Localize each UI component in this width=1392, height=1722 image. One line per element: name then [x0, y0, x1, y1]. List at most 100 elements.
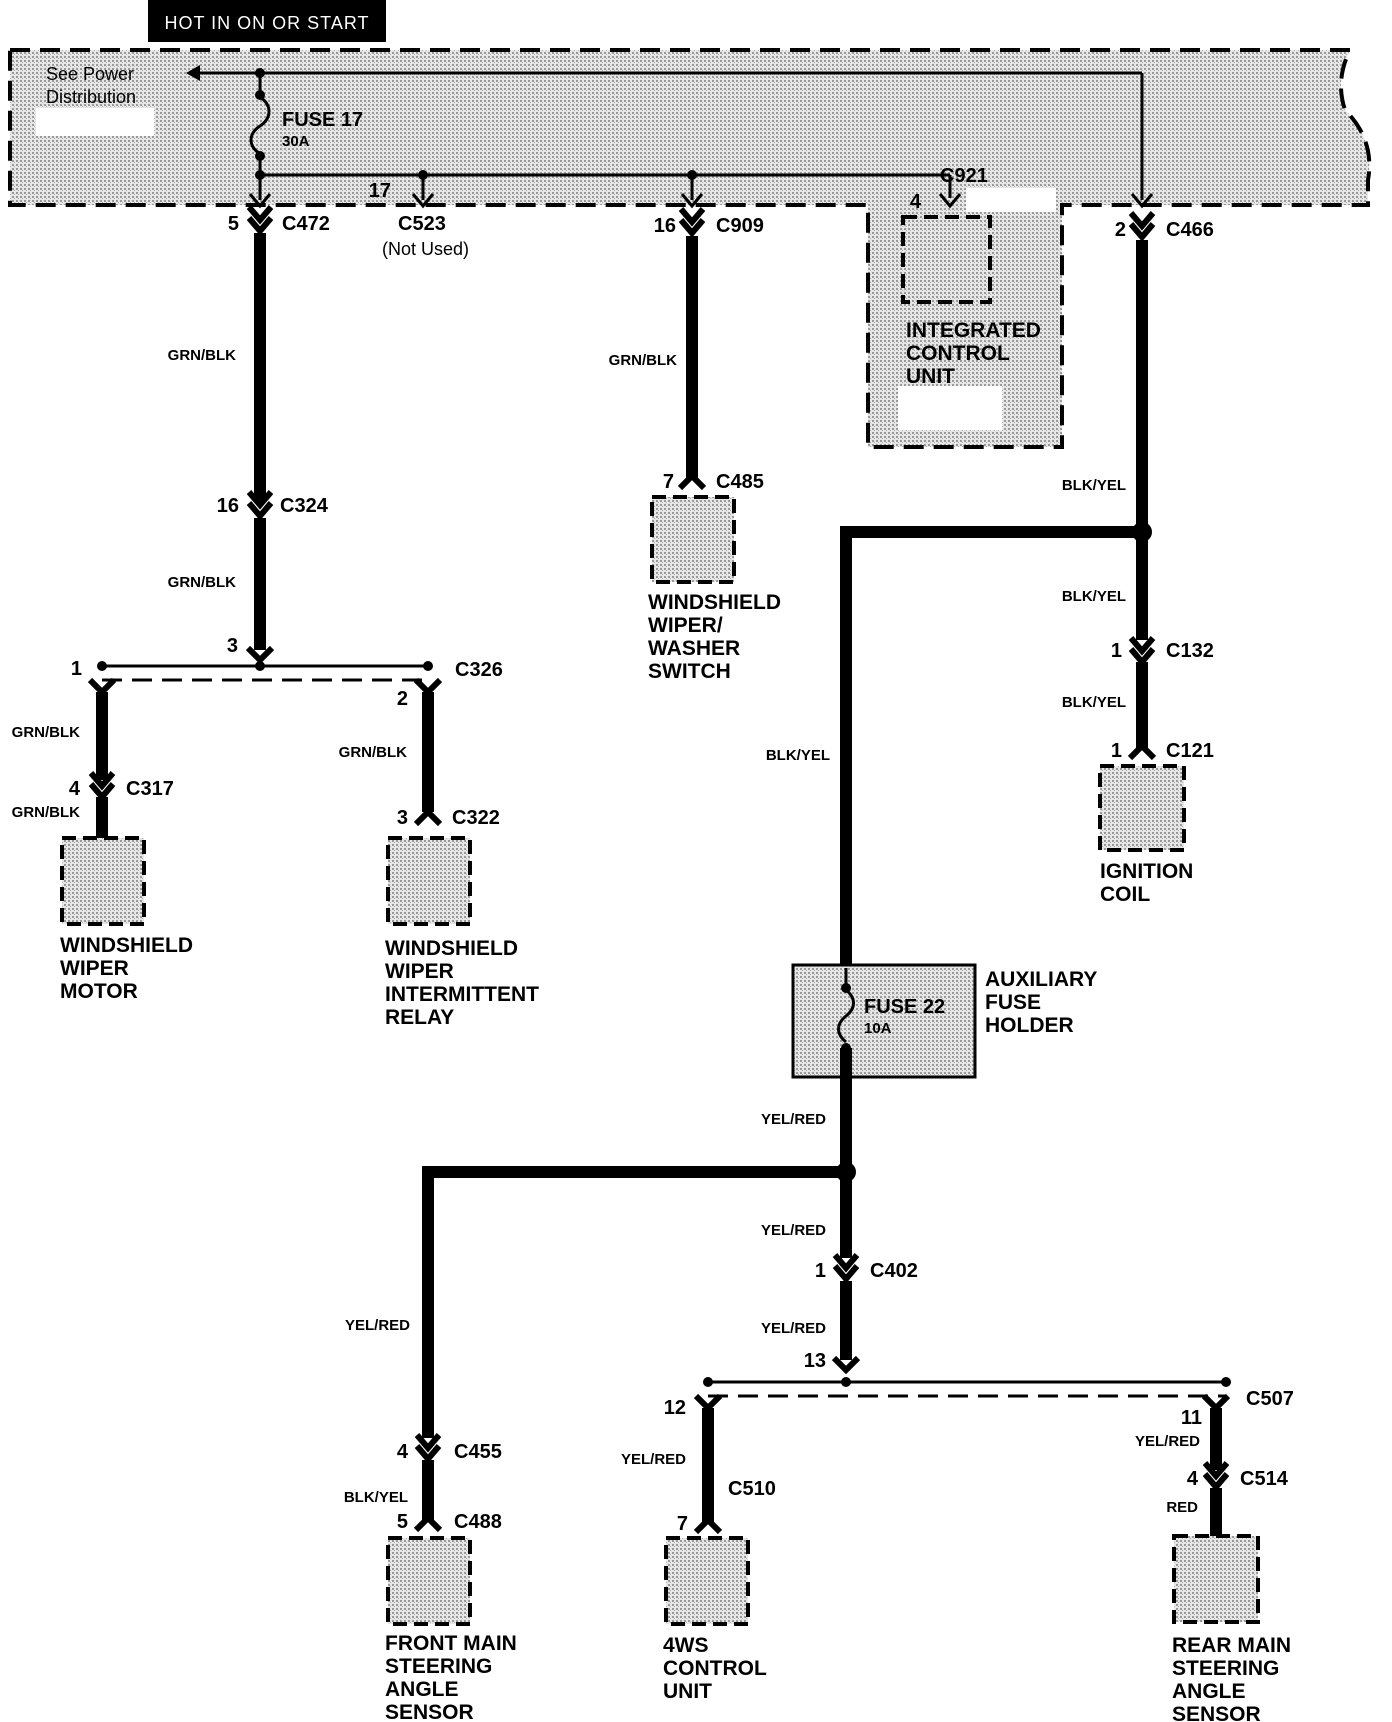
wiper-motor-line-1: WINDSHIELD [60, 934, 193, 957]
wire-grn-blk-4: GRN/BLK [12, 804, 80, 821]
wire-yel-red-6: YEL/RED [1135, 1433, 1200, 1450]
hot-in-on-or-start-header: HOT IN ON OR START [148, 0, 386, 42]
c909-label: C909 [716, 215, 764, 237]
wire-grn-blk-6: GRN/BLK [609, 352, 677, 369]
wiper-switch-line-2: WIPER/ [648, 614, 723, 637]
c317-pin: 4 [69, 778, 81, 800]
c488-pin: 5 [397, 1511, 408, 1533]
wiper-relay-line-1: WINDSHIELD [385, 937, 518, 960]
c322-pin: 3 [397, 807, 408, 829]
aux-holder-line-3: HOLDER [985, 1014, 1074, 1037]
wire-blk-yel-3: BLK/YEL [1062, 694, 1126, 711]
wire-grn-blk-3: GRN/BLK [12, 724, 80, 741]
wire-blk-yel-1: BLK/YEL [1062, 477, 1126, 494]
wire-red: RED [1166, 1499, 1198, 1516]
wiper-motor-branch: 5 C472 GRN/BLK 16 C324 GRN/BLK 3 C326 1 … [12, 207, 539, 1029]
fuse-22-name: FUSE 22 [864, 996, 945, 1018]
c402-label: C402 [870, 1260, 918, 1282]
steering-sensor-branch: YEL/RED YEL/RED YEL/RED 1 C402 YEL/RED 1… [344, 1048, 1294, 1722]
c523-pin: 17 [369, 180, 391, 202]
wire-yel-red-5: YEL/RED [621, 1451, 686, 1468]
c322-label: C322 [452, 807, 500, 829]
wiper-motor-line-3: MOTOR [60, 980, 138, 1003]
c326-label: C326 [455, 659, 503, 681]
header-label: HOT IN ON OR START [164, 13, 369, 33]
c507-pin-in: 13 [804, 1350, 826, 1372]
ignition-coil-line-1: IGNITION [1100, 860, 1193, 883]
c485-pin: 7 [663, 471, 674, 493]
wire-grn-blk-1: GRN/BLK [168, 347, 236, 364]
wire-yel-red-4: YEL/RED [761, 1320, 826, 1337]
wiper-relay-line-2: WIPER [385, 960, 454, 983]
fuse-17-name: FUSE 17 [282, 109, 363, 131]
wire-yel-red-1: YEL/RED [761, 1111, 826, 1128]
power-distribution-box: See Power Distribution FUSE 17 30A [8, 48, 1372, 449]
wire-blk-yel-5: BLK/YEL [344, 1489, 408, 1506]
c921-pin: 4 [910, 191, 922, 213]
c523-note: (Not Used) [382, 239, 469, 259]
ignition-coil-branch: 2 C466 BLK/YEL BLK/YEL 1 C132 BLK/YEL 1 … [766, 213, 1214, 968]
c132-label: C132 [1166, 640, 1214, 662]
see-power-note-1: See Power [46, 64, 134, 84]
aux-holder-line-1: AUXILIARY [985, 968, 1097, 991]
wiper-switch-line-1: WINDSHIELD [648, 591, 781, 614]
front-sensor-line-3: ANGLE [385, 1678, 459, 1701]
c507-pin-a: 12 [664, 1397, 686, 1419]
see-power-note-2: Distribution [46, 87, 136, 107]
c514-label: C514 [1240, 1468, 1289, 1490]
wire-blk-yel-2: BLK/YEL [1062, 588, 1126, 605]
front-sensor-line-2: STEERING [385, 1655, 492, 1678]
wiper-relay-line-4: RELAY [385, 1006, 454, 1029]
c507-label: C507 [1246, 1388, 1294, 1410]
c507-pin-b: 11 [1181, 1407, 1202, 1429]
wire-blk-yel-4: BLK/YEL [766, 747, 830, 764]
wiper-switch-line-3: WASHER [648, 637, 740, 660]
front-sensor-line-4: SENSOR [385, 1701, 474, 1722]
fuse-22-rating: 10A [864, 1020, 892, 1037]
wiper-motor-line-2: WIPER [60, 957, 129, 980]
rear-sensor-line-2: STEERING [1172, 1657, 1279, 1680]
wiper-relay-line-3: INTERMITTENT [385, 983, 539, 1006]
c455-pin: 4 [397, 1441, 409, 1463]
c909-pin: 16 [654, 215, 676, 237]
c510-label: C510 [728, 1478, 776, 1500]
wiper-switch-branch: 16 C909 GRN/BLK 7 C485 WINDSHIELD WIPER/… [609, 209, 781, 683]
ws4-unit-line-3: UNIT [663, 1680, 712, 1703]
c326-pin-in: 3 [227, 635, 238, 657]
c324-label: C324 [280, 495, 329, 517]
wire-grn-blk-5: GRN/BLK [339, 744, 407, 761]
c523-label: C523 [398, 213, 446, 235]
front-sensor-line-1: FRONT MAIN [385, 1632, 517, 1655]
ws4-unit-line-1: 4WS [663, 1634, 709, 1657]
rear-sensor-line-4: SENSOR [1172, 1703, 1261, 1722]
c121-label: C121 [1166, 740, 1214, 762]
c466-pin: 2 [1115, 219, 1126, 241]
c324-pin: 16 [217, 495, 239, 517]
c514-pin: 4 [1187, 1468, 1199, 1490]
aux-holder-line-2: FUSE [985, 991, 1041, 1014]
c921-label: C921 [940, 165, 988, 187]
auxiliary-fuse-holder: FUSE 22 10A AUXILIARY FUSE HOLDER [791, 963, 1097, 1079]
c326-pin-b: 2 [397, 688, 408, 710]
fuse-17-rating: 30A [282, 133, 310, 150]
c455-label: C455 [454, 1441, 502, 1463]
rear-sensor-line-1: REAR MAIN [1172, 1634, 1291, 1657]
c402-pin: 1 [815, 1260, 826, 1282]
wire-grn-blk-2: GRN/BLK [168, 574, 236, 591]
wiper-switch-line-4: SWITCH [648, 660, 731, 683]
c132-pin: 1 [1111, 640, 1122, 662]
wire-yel-red-2: YEL/RED [345, 1317, 410, 1334]
icu-line-2: CONTROL [906, 342, 1010, 365]
c317-label: C317 [126, 778, 174, 800]
c472-pin: 5 [228, 213, 239, 235]
integrated-control-unit: INTEGRATED CONTROL UNIT C921 4 [898, 165, 1041, 430]
ws4-unit-line-2: CONTROL [663, 1657, 767, 1680]
ignition-coil-line-2: COIL [1100, 883, 1150, 906]
c466-label: C466 [1166, 219, 1214, 241]
c326-pin-a: 1 [71, 658, 82, 680]
c510-pin: 7 [677, 1513, 688, 1535]
rear-sensor-line-3: ANGLE [1172, 1680, 1246, 1703]
c121-pin: 1 [1111, 740, 1122, 762]
wire-yel-red-3: YEL/RED [761, 1222, 826, 1239]
